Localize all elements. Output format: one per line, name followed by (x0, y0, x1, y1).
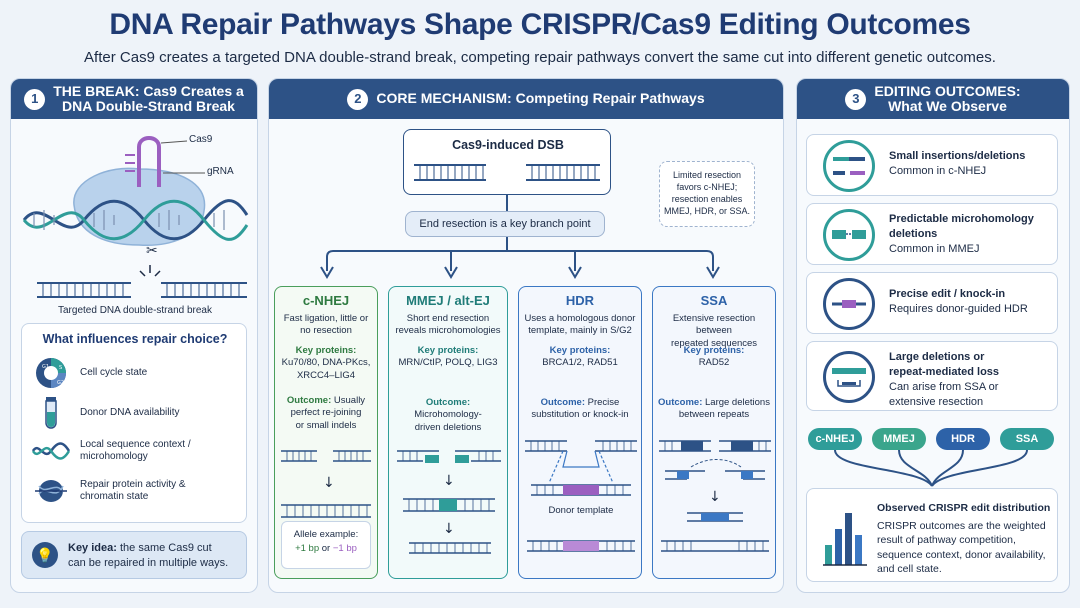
pathway-title: HDR (565, 293, 595, 308)
cas9-label: Cas9 (189, 134, 213, 145)
pill-hdr: HDR (936, 428, 990, 450)
svg-text:↓: ↓ (443, 473, 455, 489)
pill-connectors (834, 450, 1028, 487)
step-number-1: 1 (24, 88, 46, 110)
svg-text:↓: ↓ (323, 475, 335, 491)
cycle-label-g1: G1 (42, 364, 49, 370)
step-number-3: 3 (845, 88, 867, 110)
distribution-bar-icon (823, 513, 867, 566)
grna-label: gRNA (207, 166, 234, 177)
branch-point-box: End resection is a key branch point (405, 211, 605, 237)
pathway-card-mmej: MMEJ / alt-EJ Short end resection reveal… (388, 286, 508, 579)
dsb-label: Cas9-induced DSB (452, 138, 564, 152)
panel-mechanism-header: 2 CORE MECHANISM: Competing Repair Pathw… (269, 79, 783, 119)
svg-text:↓: ↓ (709, 489, 721, 505)
outcome-card-knock-in: Precise edit / knock-in Requires donor-g… (806, 272, 1058, 334)
chromatin-icon (32, 474, 70, 508)
panel-outcomes-header: 3 EDITING OUTCOMES: What We Observe (797, 79, 1069, 119)
ssa-diagram: ↓ (659, 440, 771, 552)
hdr-diagram (525, 440, 637, 552)
outcome-card-mh-deletions: Predictable microhomology deletions Comm… (806, 203, 1058, 265)
influences-title: What influences repair choice? (42, 332, 228, 346)
cycle-label-s: S (59, 365, 62, 371)
cas9-illustration: ✂ (22, 136, 249, 298)
dna-helix-icon (32, 434, 70, 468)
cycle-label-g2: G2 (57, 380, 64, 386)
panel-outcomes-title: EDITING OUTCOMES: What We Observe (874, 82, 1021, 114)
step-number-2: 2 (347, 88, 369, 110)
page-subtitle: After Cas9 creates a targeted DNA double… (84, 49, 996, 66)
branch-connectors (320, 195, 720, 279)
influence-chromatin: Repair protein activity & chromatin stat… (32, 474, 186, 508)
dsb-box: Cas9-induced DSB (403, 129, 611, 195)
lightbulb-icon: 💡 (32, 542, 58, 568)
resection-note: Limited resection favors c-NHEJ; resecti… (659, 161, 755, 227)
panel-mechanism-title: CORE MECHANISM: Competing Repair Pathway… (376, 90, 705, 107)
donor-tube-icon (32, 396, 70, 430)
influence-donor: Donor DNA availability (32, 396, 180, 430)
pathway-title: MMEJ / alt-EJ (406, 293, 490, 308)
key-idea-text: Key idea: the same Cas9 cut can be repai… (68, 542, 229, 570)
svg-text:↓: ↓ (443, 521, 455, 537)
key-idea-card: 💡 Key idea: the same Cas9 cut can be rep… (21, 531, 247, 579)
donor-template-label: Donor template (548, 505, 614, 516)
panel-break-header: 1 THE BREAK: Cas9 Creates a DNA Double-S… (11, 79, 257, 119)
allele-example-box: Allele example: +1 bp or −1 bp (281, 521, 371, 569)
pathway-title: SSA (700, 293, 728, 308)
panel-break: 1 THE BREAK: Cas9 Creates a DNA Double-S… (10, 78, 258, 593)
break-caption: Targeted DNA double-strand break (58, 305, 212, 316)
edit-distribution-card: Observed CRISPR edit distribution CRISPR… (806, 488, 1058, 582)
pill-cnhej: c-NHEJ (808, 428, 862, 450)
mmej-diagram: ↓ ↓ (397, 450, 501, 554)
svg-text:✂: ✂ (146, 243, 158, 259)
cell-cycle-icon: G1 S G2 (32, 356, 70, 390)
pathway-card-hdr: HDR Uses a homologous donor template, ma… (518, 286, 642, 579)
pathway-title: c-NHEJ (302, 293, 350, 308)
influence-cell-cycle: G1 S G2 Cell cycle state (32, 356, 147, 390)
outcome-card-large-deletions: Large deletions or repeat-mediated loss … (806, 341, 1058, 411)
microhomology-deletion-icon (823, 209, 875, 261)
indel-icon (823, 140, 875, 192)
outcome-card-indels: Small insertions/deletions Common in c-N… (806, 134, 1058, 196)
pathway-card-cnhej: c-NHEJ Fast ligation, little or no resec… (274, 286, 378, 579)
large-deletion-icon (823, 351, 875, 403)
cnhej-diagram: ↓ (281, 450, 371, 518)
influences-card: What influences repair choice? G1 S G2 C… (21, 323, 247, 523)
pill-ssa: SSA (1000, 428, 1054, 450)
dsb-dna-icon (414, 164, 600, 181)
pill-mmej: MMEJ (872, 428, 926, 450)
knock-in-icon (823, 278, 875, 330)
panel-break-title: THE BREAK: Cas9 Creates a DNA Double-Str… (53, 82, 244, 114)
influence-sequence: Local sequence context / microhomology (32, 434, 191, 468)
page-title: DNA Repair Pathways Shape CRISPR/Cas9 Ed… (109, 8, 971, 41)
distribution-title: Observed CRISPR edit distribution (877, 502, 1051, 514)
pathway-card-ssa: SSA Extensive resection between repeated… (652, 286, 776, 579)
